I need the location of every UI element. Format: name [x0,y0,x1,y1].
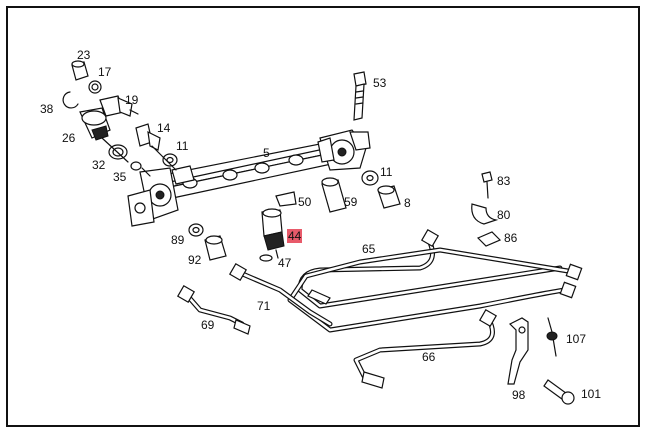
label-19: 19 [125,93,139,107]
label-98: 98 [512,388,526,402]
label-38: 38 [40,102,54,116]
label-14: 14 [157,121,171,135]
label-23: 23 [77,48,91,62]
bolt-53 [353,71,367,121]
label-17: 17 [98,65,112,79]
label-86: 86 [504,231,518,245]
label-44-highlighted: 44 [287,229,303,243]
fitting-8 [361,170,401,209]
label-107: 107 [566,332,587,346]
fuel-lines [176,228,583,389]
label-69: 69 [201,318,215,332]
injector-assembly [259,177,347,262]
bracket-parts [471,171,575,405]
label-11-right: 11 [380,165,393,179]
label-65: 65 [362,242,376,256]
label-80: 80 [497,208,511,222]
label-71: 71 [257,299,271,313]
label-11-left: 11 [176,139,189,153]
label-35: 35 [113,170,127,184]
fuel-rail [157,139,351,200]
diagram-frame [6,6,640,427]
label-5: 5 [263,146,270,160]
label-50: 50 [298,195,312,209]
left-regulator-housing [127,165,195,227]
label-32: 32 [92,158,106,172]
label-53: 53 [373,76,387,90]
label-83: 83 [497,174,511,188]
label-59: 59 [344,195,358,209]
label-8: 8 [404,196,411,210]
label-92: 92 [188,253,202,267]
label-101: 101 [581,387,602,401]
label-89: 89 [171,233,185,247]
parts-cluster-left [62,60,227,261]
label-47: 47 [278,256,292,270]
label-66: 66 [422,350,436,364]
label-26: 26 [62,131,76,145]
right-regulator-housing [317,129,371,171]
